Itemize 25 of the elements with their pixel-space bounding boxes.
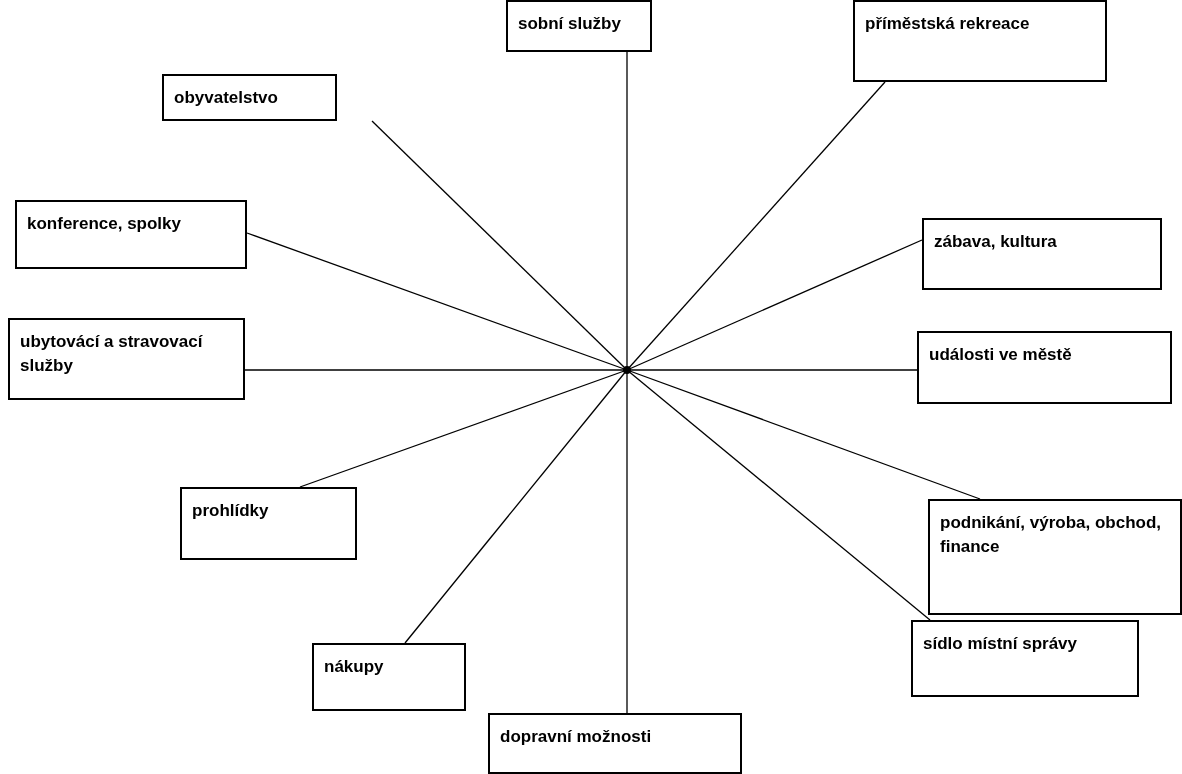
box-label: sídlo místní správy [923, 633, 1078, 655]
topic-box [917, 331, 1172, 404]
box-label: ubytovácí a stravovací služby [20, 331, 204, 377]
box-label: události ve městě [929, 344, 1073, 366]
topic-box [15, 200, 247, 269]
box-label: dopravní možnosti [500, 726, 653, 748]
box-label: zábava, kultura [934, 231, 1058, 253]
topic-box [853, 0, 1107, 82]
topic-box [488, 713, 742, 774]
topic-box [8, 318, 245, 400]
topic-box [312, 643, 466, 711]
box-label: sobní služby [518, 13, 622, 35]
box-label: nákupy [324, 656, 385, 678]
topic-box [928, 499, 1182, 615]
topic-box [162, 74, 337, 121]
topic-box [180, 487, 357, 560]
topic-box [506, 0, 652, 52]
hub-dot [623, 366, 631, 374]
box-label: podnikání, výroba, obchod, finance [940, 512, 1163, 558]
box-label: konference, spolky [27, 213, 182, 235]
box-label: obyvatelstvo [174, 87, 279, 109]
box-label: příměstská rekreace [865, 13, 1031, 35]
topic-box [911, 620, 1139, 697]
box-label: prohlídky [192, 500, 270, 522]
topic-box [922, 218, 1162, 290]
